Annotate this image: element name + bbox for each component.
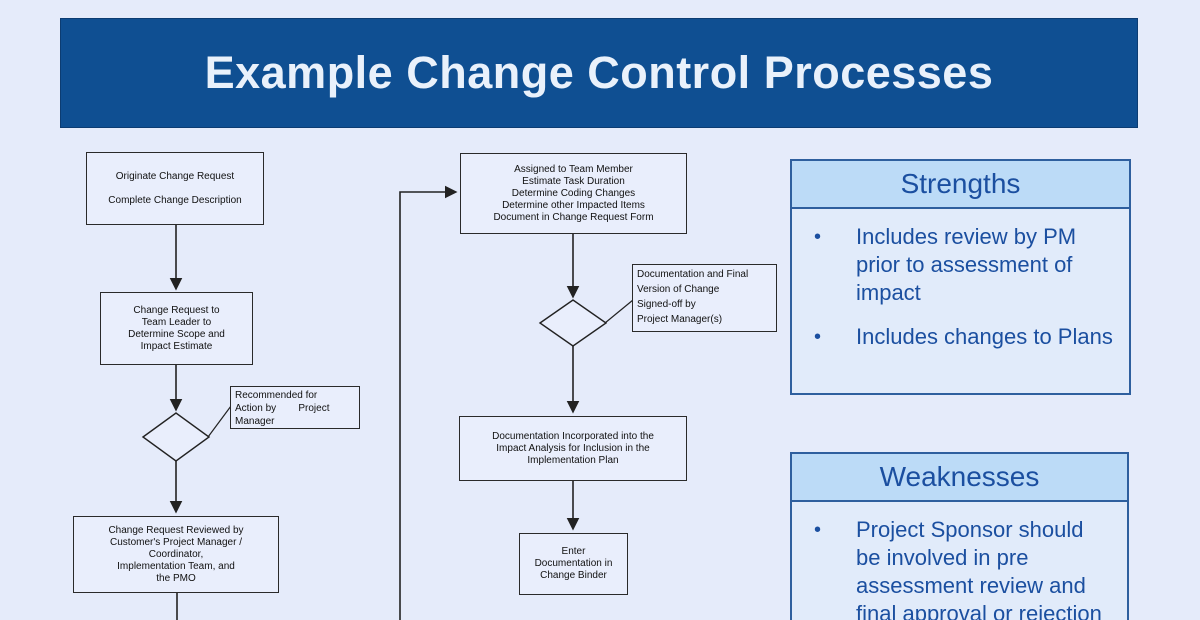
arrow-elbow-to-assigned bbox=[399, 185, 458, 620]
connector-decision1-callout bbox=[207, 405, 232, 438]
flow-box-to-team-leader: Change Request to Team Leader to Determi… bbox=[100, 292, 253, 365]
weaknesses-body: • Project Sponsor should be involved in … bbox=[792, 502, 1127, 620]
bullet-dot-icon: • bbox=[814, 519, 822, 541]
weaknesses-bullet-1: • Project Sponsor should be involved in … bbox=[806, 516, 1117, 620]
decision-diamond-1 bbox=[141, 412, 211, 462]
strengths-bullet-1: • Includes review by PM prior to assessm… bbox=[806, 223, 1119, 307]
connector-decision2-callout bbox=[604, 299, 634, 324]
weaknesses-title: Weaknesses bbox=[879, 461, 1040, 492]
weaknesses-header: Weaknesses bbox=[792, 454, 1127, 502]
strengths-bullet-2: • Includes changes to Plans bbox=[806, 323, 1119, 351]
strengths-header: Strengths bbox=[792, 161, 1129, 209]
flow-box-reviewed-by: Change Request Reviewed by Customer's Pr… bbox=[73, 516, 279, 593]
callout-recommended-for-action: Recommended for Action by Project Manage… bbox=[230, 386, 360, 429]
callout-signed-off: Documentation and Final Version of Chang… bbox=[632, 264, 777, 332]
strengths-panel: Strengths • Includes review by PM prior … bbox=[790, 159, 1131, 395]
bullet-dot-icon: • bbox=[814, 226, 822, 248]
flow-box-doc-incorporated: Documentation Incorporated into the Impa… bbox=[459, 416, 687, 481]
page-title: Example Change Control Processes bbox=[204, 47, 994, 98]
weaknesses-panel: Weaknesses • Project Sponsor should be i… bbox=[790, 452, 1129, 620]
flow-box-assigned: Assigned to Team Member Estimate Task Du… bbox=[460, 153, 687, 234]
flow-box-originate: Originate Change Request Complete Change… bbox=[86, 152, 264, 225]
strengths-body: • Includes review by PM prior to assessm… bbox=[792, 209, 1129, 377]
title-banner: Example Change Control Processes bbox=[60, 18, 1138, 128]
decision-diamond-2 bbox=[538, 299, 608, 347]
bullet-dot-icon: • bbox=[814, 326, 822, 348]
strengths-title: Strengths bbox=[900, 168, 1021, 199]
flow-box-enter-doc: Enter Documentation in Change Binder bbox=[519, 533, 628, 595]
